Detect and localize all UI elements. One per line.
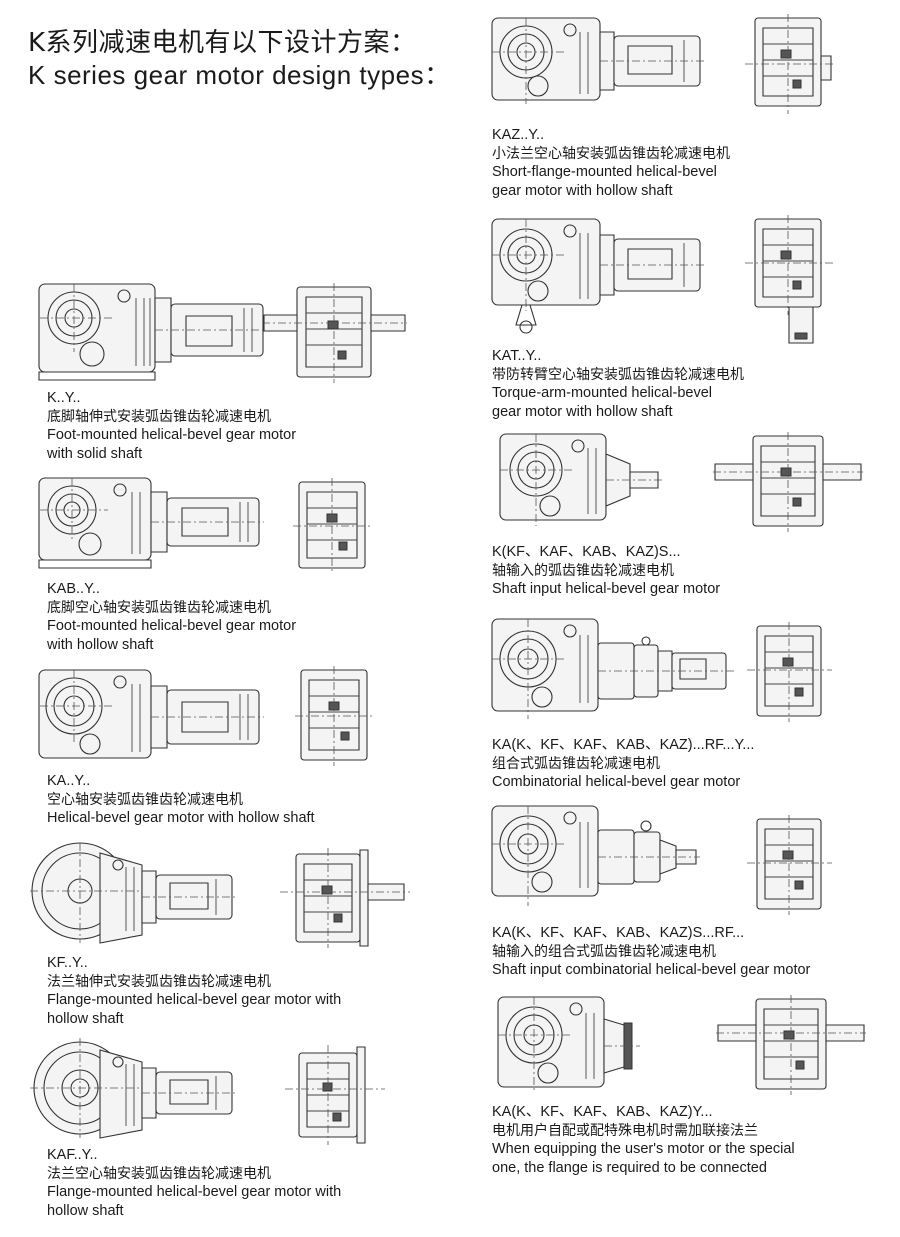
design-name-en: gear motor with hollow shaft [492,182,673,199]
gear-unit-front-view-drawing [747,622,832,722]
combinatorial-gear-unit-side-view-drawing [488,802,703,910]
design-name-zh: 底脚轴伸式安装弧齿锥齿轮减速电机 [47,408,271,425]
design-caption: K(KF、KAF、KAB、KAZ)S... 轴输入的弧齿锥齿轮减速电机 Shaf… [492,543,720,599]
design-name-en: Foot-mounted helical-bevel gear motor [47,427,297,443]
combinatorial-gear-motor-side-view-drawing [488,615,738,725]
gear-unit-with-flange-side-view-drawing [494,993,644,1095]
gear-unit-front-view-drawing [295,666,375,766]
gear-motor-side-view-drawing [488,14,718,114]
design-name-en: Short-flange-mounted helical-bevel [492,164,717,180]
design-name-en: Combinatorial helical-bevel gear motor [492,774,741,790]
design-code: K..Y.. [47,390,81,406]
gear-unit-front-view-drawing [745,215,835,355]
design-name-zh: 法兰轴伸式安装弧齿锥齿轮减速电机 [47,973,271,990]
design-name-en: with solid shaft [47,445,143,462]
design-name-en: one, the flange is required to be connec… [492,1159,767,1176]
gear-unit-front-view-drawing [285,1045,385,1145]
design-code: KA..Y.. [47,773,91,789]
gear-motor-side-view-drawing [30,1038,240,1146]
design-name-en: Foot-mounted helical-bevel gear motor [47,618,297,634]
design-caption: KAF..Y.. 法兰空心轴安装弧齿锥齿轮减速电机 Flange-mounted… [47,1146,341,1220]
gear-unit-front-view-drawing [716,995,866,1095]
design-name-zh: 底脚空心轴安装弧齿锥齿轮减速电机 [47,599,271,616]
design-name-zh: 轴输入的弧齿锥齿轮减速电机 [492,562,674,579]
design-code: KAZ..Y.. [492,127,545,143]
design-code: KA(K、KF、KAF、KAB、KAZ)S...RF... [492,925,745,941]
design-caption: KA(K、KF、KAF、KAB、KAZ)Y... 电机用户自配或配特殊电机时需加… [492,1103,795,1177]
gear-motor-side-view-drawing [30,843,240,953]
design-name-zh: 轴输入的组合式弧齿锥齿轮减速电机 [492,943,716,960]
design-caption: KAT..Y.. 带防转臂空心轴安装弧齿锥齿轮减速电机 Torque-arm-m… [492,347,744,421]
design-caption: KA..Y.. 空心轴安装弧齿锥齿轮减速电机 Helical-bevel gea… [47,772,315,828]
design-caption: KA(K、KF、KAF、KAB、KAZ)S...RF... 轴输入的组合式弧齿锥… [492,924,810,980]
design-caption: KA(K、KF、KAF、KAB、KAZ)...RF...Y... 组合式弧齿锥齿… [492,736,754,792]
design-name-zh: 小法兰空心轴安装弧齿锥齿轮减速电机 [492,145,730,162]
gear-unit-front-view-drawing [293,478,373,574]
gear-unit-front-view-drawing [713,432,863,532]
design-caption: KF..Y.. 法兰轴伸式安装弧齿锥齿轮减速电机 Flange-mounted … [47,954,341,1028]
design-name-en: When equipping the user's motor or the s… [492,1141,795,1157]
design-code: K(KF、KAF、KAB、KAZ)S... [492,544,681,560]
design-name-en: with hollow shaft [47,636,154,653]
design-name-en: Flange-mounted helical-bevel gear motor … [47,992,342,1008]
design-name-en: Torque-arm-mounted helical-bevel [492,385,713,401]
design-name-en: hollow shaft [47,1010,124,1027]
design-caption: KAB..Y.. 底脚空心轴安装弧齿锥齿轮减速电机 Foot-mounted h… [47,580,296,654]
design-code: KF..Y.. [47,955,88,971]
design-name-en: Flange-mounted helical-bevel gear motor … [47,1184,342,1200]
design-code: KAT..Y.. [492,348,542,364]
gear-unit-front-view-drawing [745,14,835,114]
design-name-en: hollow shaft [47,1202,124,1219]
design-code: KA(K、KF、KAF、KAB、KAZ)...RF...Y... [492,737,755,753]
design-name-zh: 空心轴安装弧齿锥齿轮减速电机 [47,791,243,808]
gear-unit-front-view-drawing [747,815,832,915]
gear-motor-side-view-drawing [36,666,276,768]
gear-unit-front-view-drawing [280,848,410,948]
design-code: KAF..Y.. [47,1147,98,1163]
design-name-en: Shaft input helical-bevel gear motor [492,581,721,597]
design-name-en: Helical-bevel gear motor with hollow sha… [47,810,315,826]
gear-unit-side-view-drawing [496,430,666,532]
design-caption: K..Y.. 底脚轴伸式安装弧齿锥齿轮减速电机 Foot-mounted hel… [47,389,296,463]
design-name-en: Shaft input combinatorial helical-bevel … [492,962,811,978]
gear-motor-side-view-drawing [488,215,718,340]
page-title-zh: K系列减速电机有以下设计方案： [28,28,417,58]
design-code: KAB..Y.. [47,581,100,597]
design-name-en: gear motor with hollow shaft [492,403,673,420]
design-name-zh: 组合式弧齿锥齿轮减速电机 [492,755,660,772]
design-name-zh: 法兰空心轴安装弧齿锥齿轮减速电机 [47,1165,271,1182]
design-code: KA(K、KF、KAF、KAB、KAZ)Y... [492,1104,713,1120]
gear-unit-front-view-drawing [262,283,407,383]
page-title-en: K series gear motor design types： [28,60,451,90]
design-name-zh: 电机用户自配或配特殊电机时需加联接法兰 [492,1122,758,1139]
design-caption: KAZ..Y.. 小法兰空心轴安装弧齿锥齿轮减速电机 Short-flange-… [492,126,730,200]
gear-motor-side-view-drawing [36,278,276,386]
gear-motor-side-view-drawing [36,474,276,574]
design-name-zh: 带防转臂空心轴安装弧齿锥齿轮减速电机 [492,366,744,383]
